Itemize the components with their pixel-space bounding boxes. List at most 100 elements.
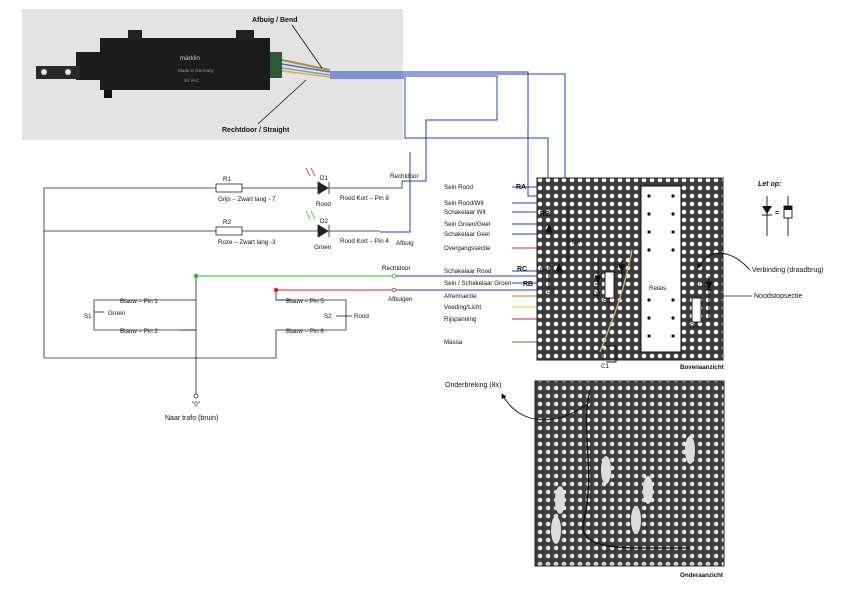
legend-equals: = — [775, 210, 779, 217]
copper-strip — [650, 383, 658, 565]
connection-label: Massa — [444, 339, 463, 346]
board-top-view: Verbinding (draadbrug) Noodstopsectie RA… — [516, 177, 824, 371]
connection-label: Sein Rood/Wit — [444, 200, 484, 207]
red-node — [273, 287, 279, 293]
red-end — [391, 287, 397, 293]
green-node — [193, 273, 199, 279]
cable-strand-1 — [281, 59, 331, 71]
motor-connector — [270, 52, 282, 78]
relay-pin — [647, 194, 651, 198]
copper-strip — [562, 383, 570, 565]
label-s1: S1 — [84, 313, 92, 320]
relay-pin — [671, 248, 675, 252]
relay-pin — [647, 248, 651, 252]
label-groen: Groen — [314, 244, 332, 251]
label-board-d3: D3 — [699, 282, 707, 289]
relay-pin — [647, 334, 651, 338]
label-zero: "0" — [192, 401, 200, 408]
relay-pin — [647, 212, 651, 216]
copper-strip — [682, 383, 690, 565]
connection-label: Rijspanning — [444, 316, 477, 323]
label-let-op: Let op: — [758, 181, 781, 188]
label-d4: D4 — [540, 267, 548, 274]
motor-foot — [104, 90, 112, 98]
trafo-node — [193, 393, 199, 399]
label-rechtdoor-mid: Rechtdoor — [382, 265, 411, 272]
label-rood-kort-8: Rood Kort – Pin 8 — [340, 195, 389, 202]
wire-bridge — [599, 249, 633, 353]
copper-strips — [538, 383, 722, 565]
lever-hole-2 — [65, 69, 71, 75]
label-verbinding: Verbinding (draadbrug) — [752, 267, 824, 274]
label-bend-leader — [291, 24, 323, 69]
led-rays-green — [305, 210, 316, 220]
label-wire-r1: Grijs – Zwart lang - 7 — [218, 196, 276, 203]
label-afbuigen: Afbuigen — [388, 296, 413, 303]
solder-blob — [631, 506, 641, 534]
relay-pin — [671, 230, 675, 234]
copper-strip — [690, 383, 698, 565]
relay-pin — [647, 298, 651, 302]
label-rood-kort-4: Rood Kort – Pin 4 — [340, 238, 389, 245]
copper-strip — [674, 383, 682, 565]
label-rechtdoor-top: Rechtdoor — [390, 173, 419, 180]
copper-strip — [538, 383, 546, 565]
relay-pin — [671, 298, 675, 302]
copper-strip — [546, 383, 554, 565]
solder-blob — [685, 436, 695, 464]
label-naar-trafo: Naar trafo (bruin) — [165, 415, 218, 422]
connection-label: Sein Groen/Geel — [444, 221, 490, 228]
connection-label: Schakelaar Wit — [444, 209, 486, 216]
connection-label: Schakelaar Geel — [444, 231, 490, 238]
copper-strip — [706, 383, 714, 565]
cable-strand-3 — [281, 67, 331, 76]
relay-pin — [647, 316, 651, 320]
label-blauw-pin6: Blauw – Pin 6 — [286, 328, 324, 335]
label-s2: S2 — [324, 313, 332, 320]
product-text: märklin — [180, 55, 200, 62]
connection-label: Voeding/Licht — [444, 304, 481, 311]
connection-label: Overgangssectie — [444, 245, 491, 252]
product-sub: Made in Germany — [178, 68, 215, 73]
connection-label: Sein Rood — [444, 184, 473, 191]
relay-pin — [671, 194, 675, 198]
legend-diode — [762, 206, 772, 214]
motor-tab — [128, 30, 142, 40]
label-bovenaanzicht: Bovenaanzicht — [680, 364, 724, 371]
solder-blob — [601, 456, 611, 484]
label-board-rc: Rc — [690, 323, 698, 330]
label-onderbreking: Onderbreking (8x) — [445, 382, 501, 389]
verbinding-arrow — [697, 252, 751, 271]
copper-strip — [610, 383, 618, 565]
onderbreking-arrow — [501, 393, 591, 421]
label-wire-r2: Roze – Zwart lang -3 — [218, 239, 276, 246]
relay-body — [640, 185, 682, 353]
copper-strip — [594, 383, 602, 565]
copper-strip — [714, 383, 722, 565]
label-rb1: RB — [540, 211, 550, 218]
label-straight: Rechtdoor / Straight — [222, 127, 290, 134]
label-d6: D6 — [572, 239, 580, 246]
legend-diode-band — [784, 206, 792, 210]
s1-lower-join — [180, 300, 197, 331]
rc-board — [691, 297, 702, 323]
label-rood: Rood — [316, 201, 331, 208]
s1-upper — [180, 276, 197, 301]
copper-strip — [642, 383, 650, 565]
r1-board — [604, 271, 615, 299]
label-straight-leader — [257, 79, 307, 125]
label-s1-groen: Groen — [108, 310, 126, 317]
motor-body — [100, 38, 270, 90]
copper-strip — [634, 383, 642, 565]
label-board-d1: D1 — [593, 291, 601, 298]
label-d1: D1 — [320, 175, 328, 182]
copper-strip — [618, 383, 626, 565]
resistor-r2 — [215, 226, 243, 236]
connection-label: Afremsectie — [444, 293, 477, 300]
voltage-text: 24 VAC — [184, 78, 200, 83]
label-blauw-pin5: Blauw – Pin 5 — [286, 298, 324, 305]
solder-blob — [555, 486, 565, 514]
bus-bottom — [44, 329, 292, 359]
